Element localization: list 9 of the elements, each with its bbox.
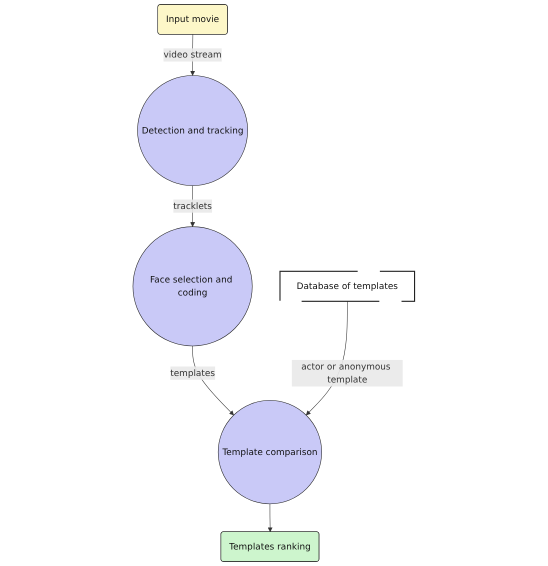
- node-circle: Template comparison: [218, 400, 322, 504]
- edge-label: tracklets: [174, 200, 212, 212]
- node-circle: Face selection and coding: [132, 226, 253, 346]
- arrow: [268, 504, 273, 532]
- node-circle: Detection and tracking: [138, 75, 248, 186]
- node-box: Database of templates: [280, 270, 416, 302]
- edge-label: templates: [170, 368, 216, 378]
- edge-label: video stream: [164, 49, 222, 60]
- edge-label: actor or anonymous template: [301, 360, 391, 385]
